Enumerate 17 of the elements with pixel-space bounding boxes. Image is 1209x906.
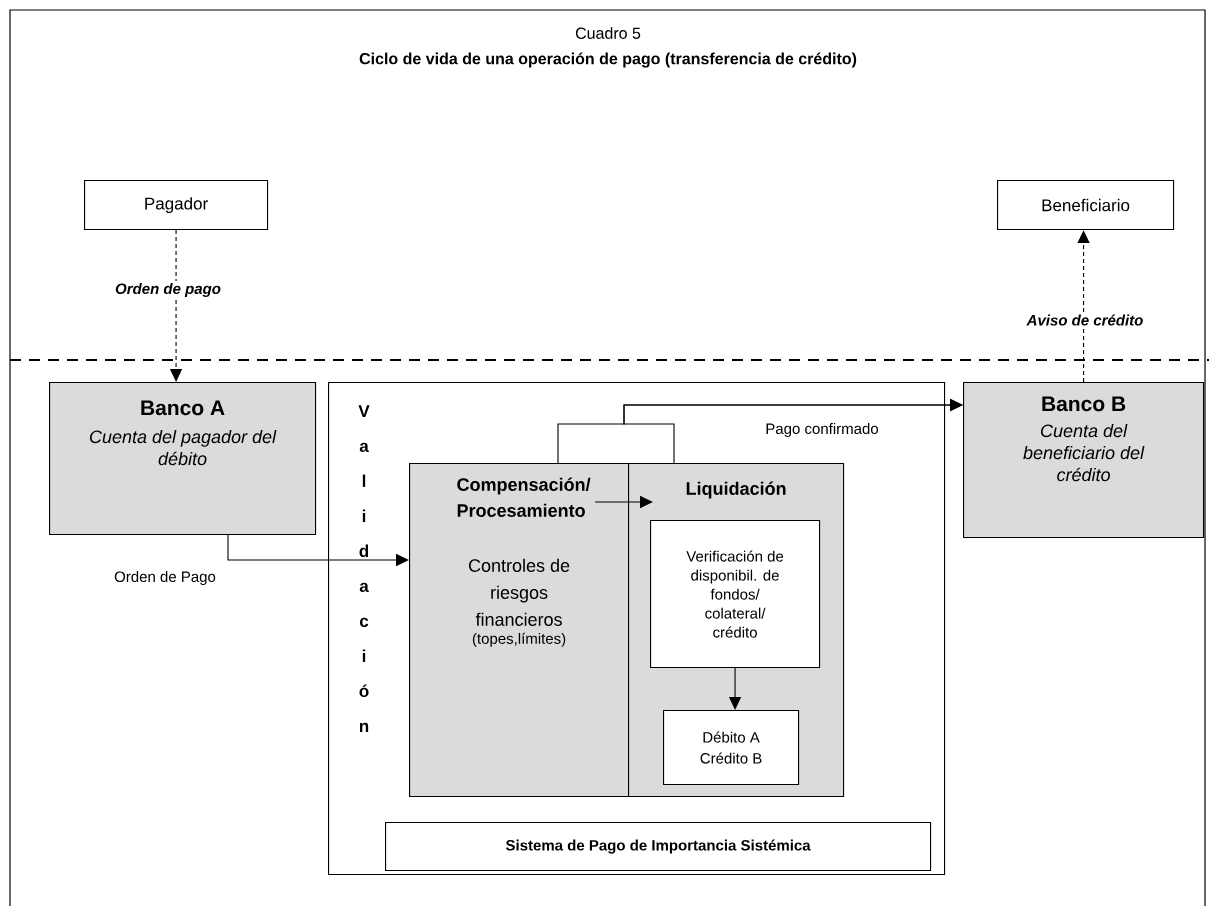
title: Ciclo de vida de una operación de pago (transferencia de crédito) [359, 52, 857, 68]
edge-label: Orden de Pago [114, 571, 216, 585]
arrow [1077, 230, 1090, 383]
edge-label: Orden de pago [113, 281, 223, 299]
bank-box: Banco A Cuenta del pagador del débito [49, 382, 317, 536]
process-box: Verificación de disponibil. de fondos/ colateral/ crédito [650, 520, 821, 669]
party-box: Pagador [84, 180, 269, 231]
edge-label: Aviso de crédito [1024, 312, 1146, 328]
vertical-text: Validación [358, 405, 370, 732]
process-box: Débito A Crédito B [663, 710, 800, 786]
process-box: Compensación/ Procesamiento Controles de riesgos financieros (topes,límites) [409, 463, 630, 798]
arrow [623, 398, 963, 464]
bank-box: Banco B Cuenta del beneficiario del crédito [963, 382, 1205, 539]
caption-number: Cuadro 5 [575, 27, 641, 39]
party-box: Beneficiario [997, 180, 1175, 231]
edge-label: Pago confirmado [766, 423, 879, 437]
system-box: Sistema de Pago de Importancia Sistémica [385, 822, 932, 872]
